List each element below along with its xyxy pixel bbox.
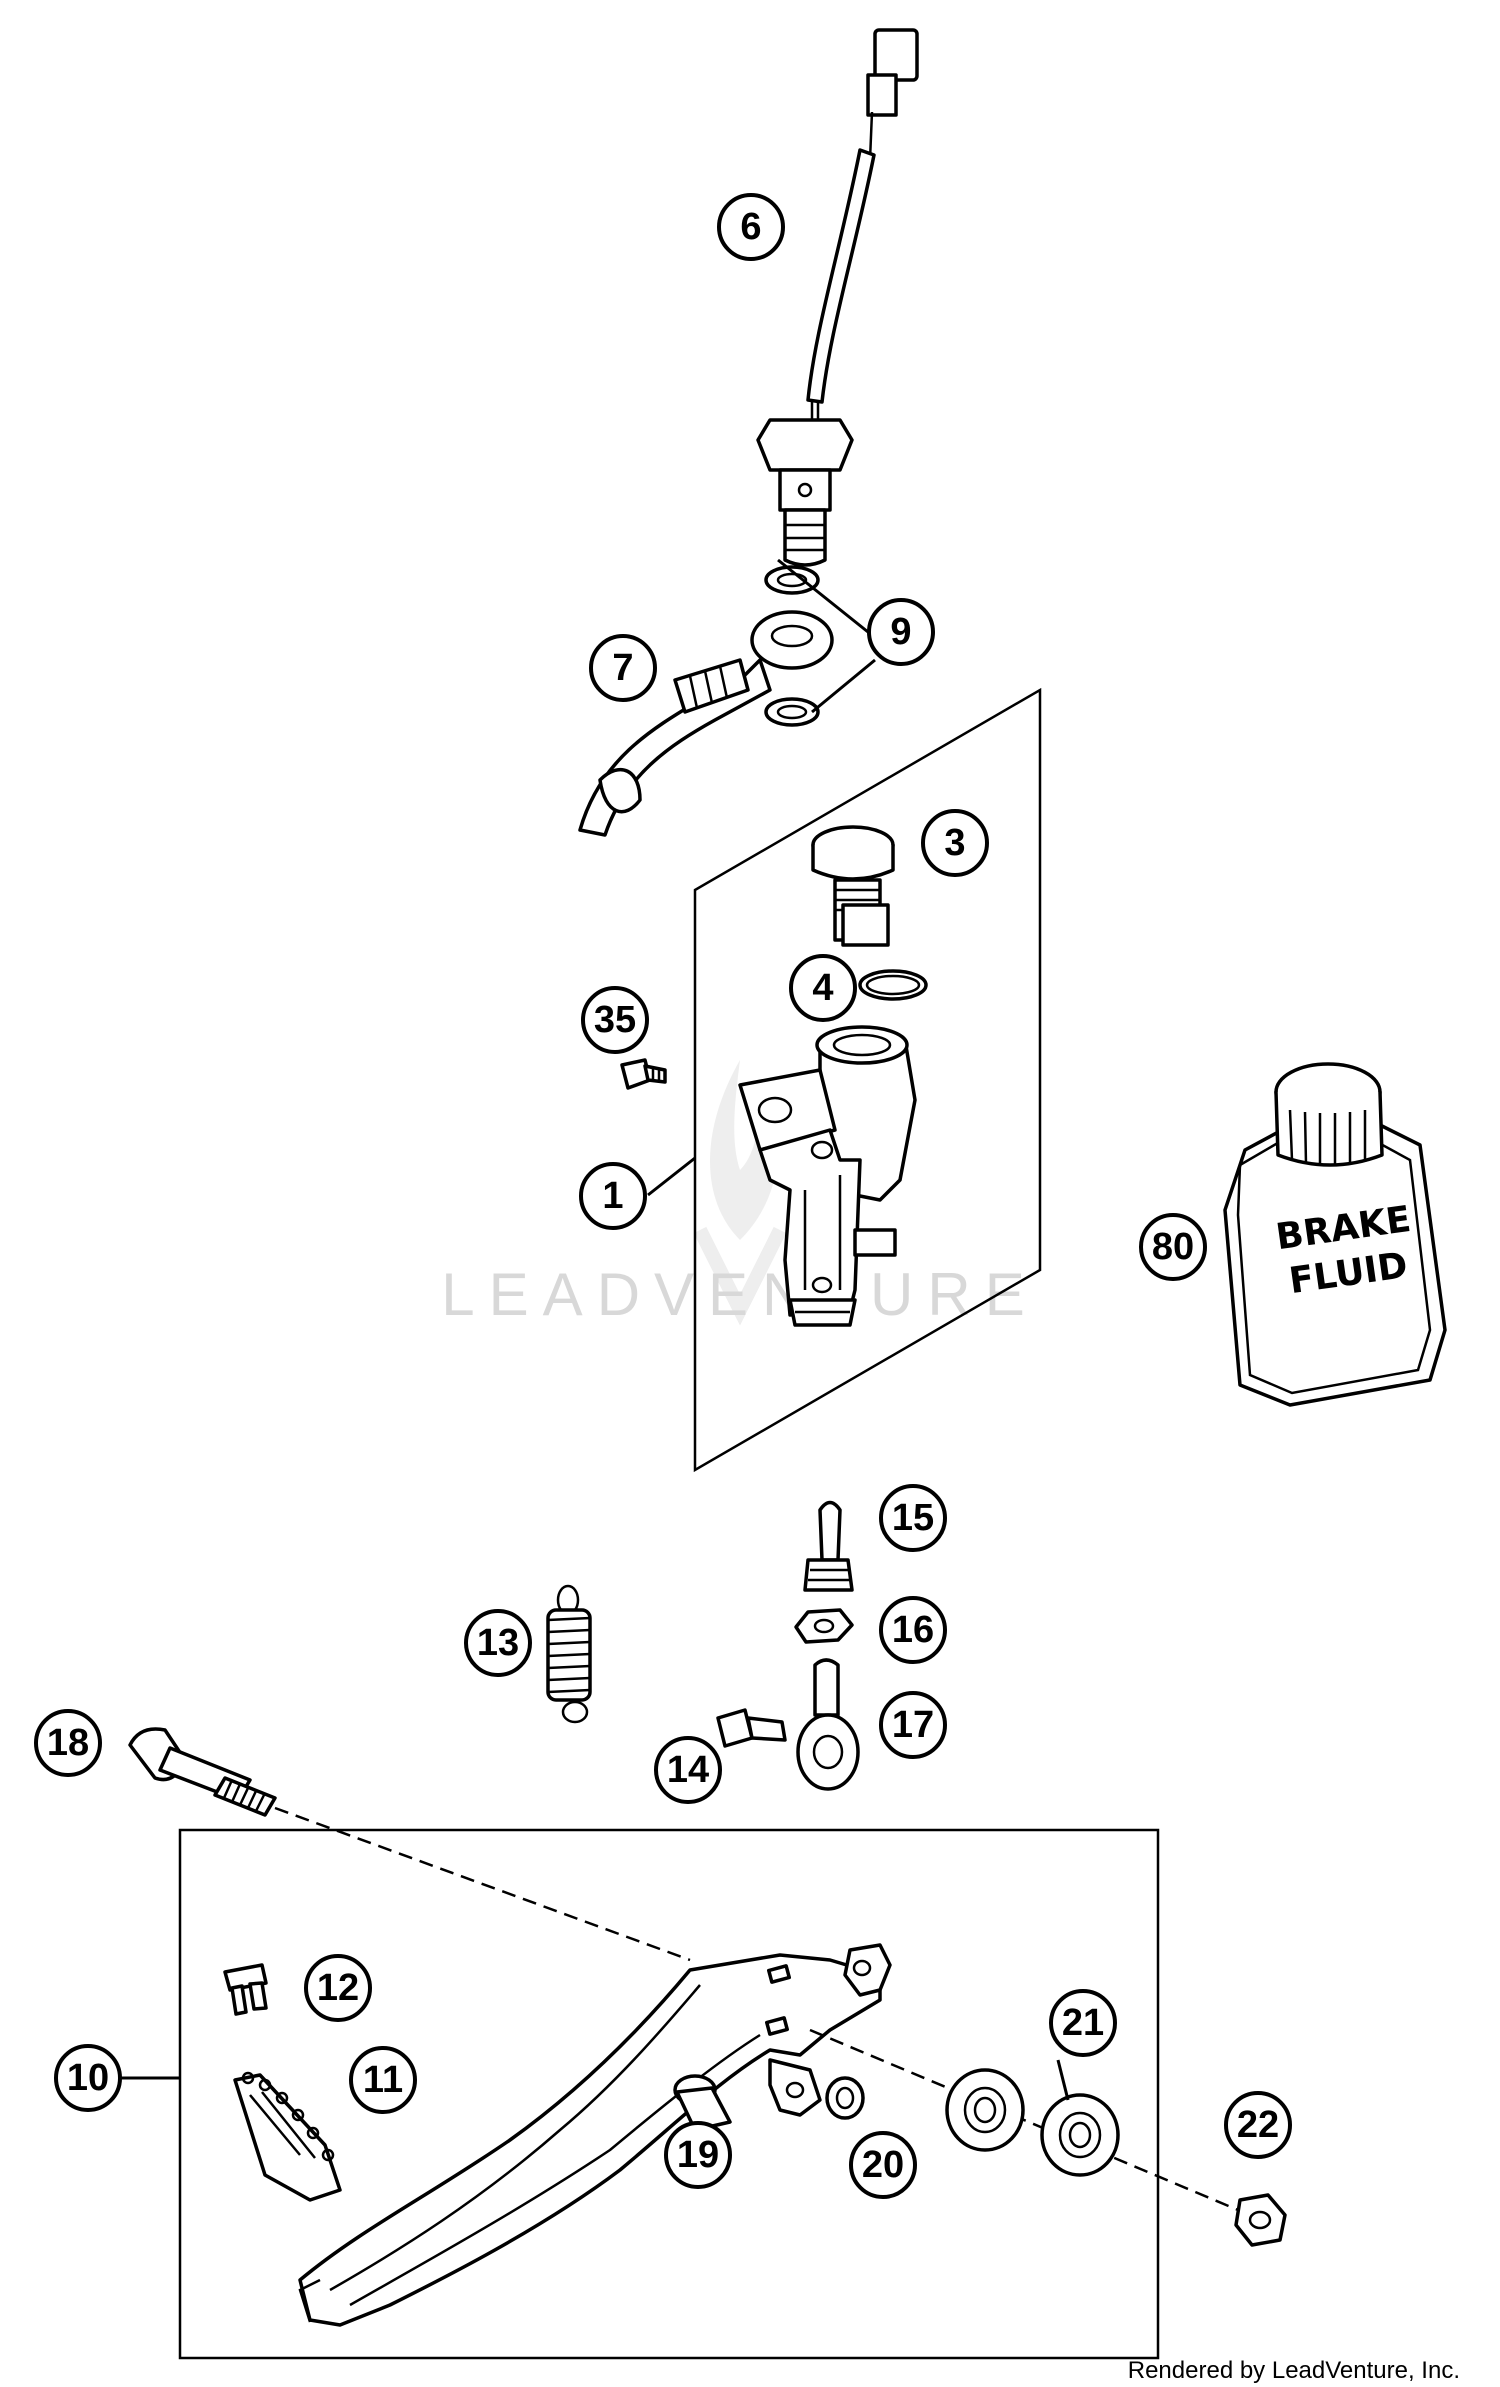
pivot-axis-line — [809, 2028, 1251, 2217]
leader-21 — [1056, 2059, 1070, 2101]
leader-9-upper — [777, 558, 869, 634]
svg-text:3: 3 — [944, 822, 965, 864]
part-screws-12 — [223, 1963, 268, 2016]
part-bolt-14 — [716, 1708, 787, 1748]
callout-1: 1 — [579, 1162, 647, 1230]
bushing-20-hole — [835, 2086, 855, 2110]
part-bushing-20 — [825, 2076, 865, 2120]
callout-3: 3 — [921, 809, 989, 877]
callout-10: 10 — [54, 2044, 122, 2112]
svg-text:17: 17 — [892, 1704, 934, 1746]
part-brake-fluid-bottle: BRAKE FLUID — [1223, 1062, 1447, 1407]
svg-text:13: 13 — [477, 1622, 519, 1664]
part-step-plate-11 — [233, 2071, 342, 2202]
svg-text:12: 12 — [317, 1967, 359, 2009]
part-long-bolt-18 — [128, 1727, 277, 1817]
nut-22-hole — [1248, 2210, 1272, 2230]
svg-text:4: 4 — [812, 967, 833, 1009]
brake-pedal-group-box — [178, 1828, 1160, 2360]
leader-1 — [647, 1156, 696, 1197]
svg-text:7: 7 — [612, 647, 633, 689]
callout-22: 22 — [1224, 2091, 1292, 2159]
callout-18: 18 — [34, 1709, 102, 1777]
part-screw-35 — [620, 1058, 667, 1090]
callout-11: 11 — [349, 2046, 417, 2114]
svg-text:14: 14 — [667, 1749, 709, 1791]
svg-text:80: 80 — [1152, 1226, 1194, 1268]
callout-7: 7 — [589, 634, 657, 702]
part-pin-19 — [673, 2074, 732, 2132]
svg-text:20: 20 — [862, 2144, 904, 2186]
part-spring-13 — [546, 1584, 592, 1724]
seal-ring-lower-hole — [776, 704, 808, 720]
callout-4: 4 — [789, 954, 857, 1022]
svg-text:11: 11 — [363, 2059, 403, 2101]
part-nut-16 — [794, 1608, 854, 1644]
svg-text:22: 22 — [1237, 2104, 1279, 2146]
callout-14: 14 — [654, 1736, 722, 1804]
callout-80: 80 — [1139, 1213, 1207, 1281]
callout-35: 35 — [581, 986, 649, 1054]
callout-21: 21 — [1049, 1989, 1117, 2057]
bolt-axis-line — [274, 1806, 691, 1962]
seal-ring-upper-hole — [776, 572, 808, 588]
callout-15: 15 — [879, 1484, 947, 1552]
svg-text:16: 16 — [892, 1609, 934, 1651]
part-pushrod-15 — [803, 1500, 854, 1592]
part-reservoir-fitting — [811, 825, 895, 947]
part-seal-ring-upper — [764, 565, 820, 595]
part-brake-pedal — [298, 1943, 892, 2327]
part-master-cylinder — [738, 1025, 917, 1327]
svg-text:18: 18 — [47, 1722, 89, 1764]
callout-16: 16 — [879, 1596, 947, 1664]
svg-text:21: 21 — [1062, 2002, 1104, 2044]
callout-19: 19 — [664, 2121, 732, 2189]
svg-text:6: 6 — [740, 206, 761, 248]
callout-17: 17 — [879, 1691, 947, 1759]
part-nut-22 — [1234, 2193, 1287, 2247]
leader-9-lower — [811, 658, 876, 714]
svg-text:19: 19 — [677, 2134, 719, 2176]
nut-16-hole — [813, 1618, 835, 1634]
watermark-text: LEADVENTURE — [441, 1261, 1038, 1328]
svg-text:10: 10 — [67, 2057, 109, 2099]
svg-text:35: 35 — [594, 999, 636, 1041]
svg-text:1: 1 — [602, 1175, 623, 1217]
callout-12: 12 — [304, 1954, 372, 2022]
svg-text:9: 9 — [890, 611, 911, 653]
part-seal-ring-lower — [764, 697, 820, 727]
part-brake-line — [578, 610, 834, 837]
part-bearings-21 — [945, 2068, 1120, 2177]
part-fork-head-17 — [796, 1658, 860, 1791]
o-ring-inner — [865, 974, 921, 996]
part-brake-light-switch — [756, 28, 919, 567]
callout-9: 9 — [867, 598, 935, 666]
credit-text: Rendered by LeadVenture, Inc. — [1128, 2357, 1460, 2384]
master-cylinder-group-box — [693, 687, 1042, 1473]
callout-20: 20 — [849, 2131, 917, 2199]
svg-text:15: 15 — [892, 1497, 934, 1539]
callout-6: 6 — [717, 193, 785, 261]
callout-13: 13 — [464, 1609, 532, 1677]
